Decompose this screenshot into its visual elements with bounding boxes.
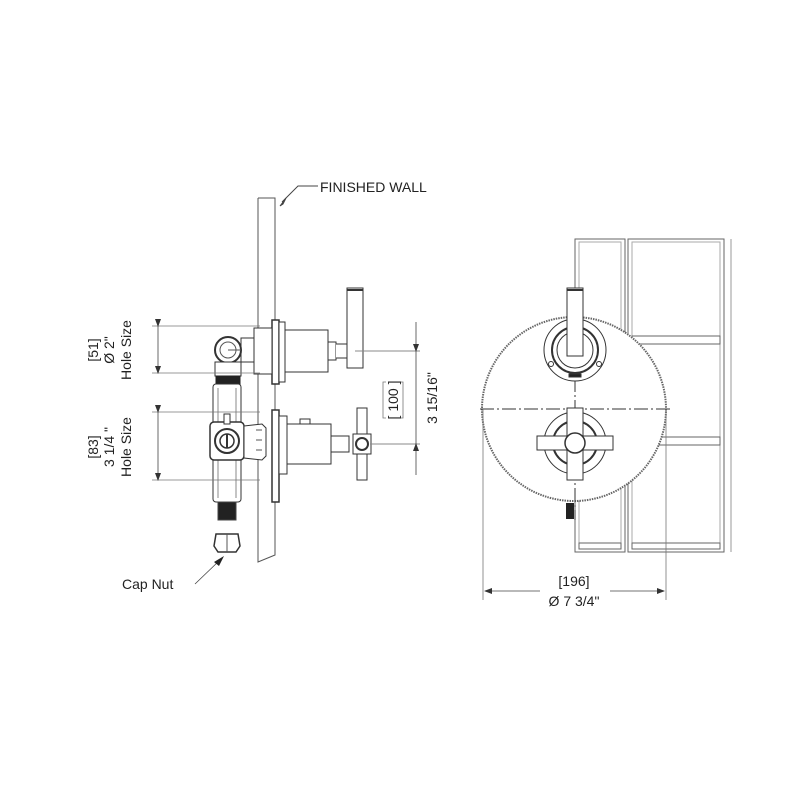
plate-diameter-metric: [196] [558, 573, 589, 589]
cap-nut-label: Cap Nut [122, 576, 173, 592]
upper-lever-handle [543, 287, 607, 382]
lower-hole-caption: Hole Size [118, 417, 134, 477]
lower-hole-metric: [83] [85, 435, 101, 458]
finished-wall-leader [279, 185, 318, 207]
finished-wall-label: FINISHED WALL [320, 179, 427, 195]
lower-hole-imperial: 3 1/4 " [101, 427, 117, 467]
upper-hole-metric: [51] [85, 338, 101, 361]
cap-nut-part [213, 533, 241, 553]
front-view [480, 238, 732, 600]
center-spacing-dimension: [ 100 ] 3 15/16" [385, 372, 440, 424]
plate-diameter-imperial: Ø 7 3/4" [549, 593, 600, 609]
center-spacing-imperial: 3 15/16" [424, 372, 440, 424]
center-spacing-metric: [ 100 ] [385, 381, 401, 420]
diverter-stem [566, 503, 574, 519]
side-view [209, 185, 420, 563]
upper-hole-caption: Hole Size [118, 320, 134, 380]
lower-cross-handle [536, 407, 614, 481]
cap-nut-leader [194, 556, 224, 585]
side-dimensions [152, 319, 419, 481]
upper-hole-dimension: [51] Ø 2" Hole Size [85, 320, 134, 380]
upper-hole-imperial: Ø 2" [101, 336, 117, 364]
plate-diameter-dimension: [196] Ø 7 3/4" [549, 573, 600, 609]
lower-hole-dimension: [83] 3 1/4 " Hole Size [85, 417, 134, 477]
